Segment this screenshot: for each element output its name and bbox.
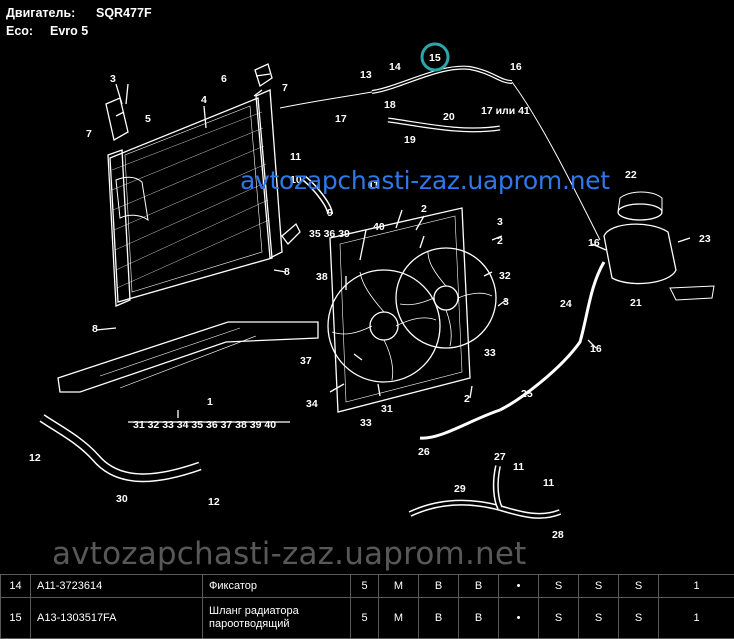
callout-23: 23 <box>699 233 711 245</box>
callout-11d: 11 <box>543 477 554 489</box>
callout-32: 32 <box>499 270 511 282</box>
callout-9: 9 <box>327 207 333 219</box>
engine-label: Двигатель: <box>6 6 76 20</box>
part-col-4: • <box>498 574 539 598</box>
callout-11c: 11 <box>513 461 524 473</box>
highlight-circle <box>420 42 450 72</box>
fan-shroud <box>327 207 497 413</box>
part-col-7: S <box>618 574 659 598</box>
callout-11b: 11 <box>368 179 379 191</box>
part-col-6: S <box>578 597 619 639</box>
part-col-4: • <box>498 597 539 639</box>
callout-40: 40 <box>373 221 385 233</box>
part-qty: 5 <box>350 597 379 639</box>
part-col-5: S <box>538 574 579 598</box>
table-row[interactable]: 15 A13-1303517FA Шланг радиатора пароотв… <box>0 597 734 639</box>
part-col-2: B <box>418 574 459 598</box>
parts-diagram: 15 3 5 7 6 7 4 13 14 16 18 17 20 17 или … <box>6 6 715 572</box>
callout-37: 37 <box>300 355 312 367</box>
callout-7b: 7 <box>282 82 288 94</box>
callout-7a: 7 <box>86 128 92 140</box>
callout-4: 4 <box>201 94 207 106</box>
callout-8a: 8 <box>284 266 290 278</box>
callout-16b: 16 <box>588 237 600 249</box>
callout-29: 29 <box>454 483 466 495</box>
lower-frame <box>57 321 319 393</box>
callout-25: 25 <box>521 388 533 400</box>
row-number: 14 <box>0 574 31 598</box>
callout-10: 10 <box>290 174 302 186</box>
callout-1-series: 31 32 33 34 35 36 37 38 39 40 <box>133 419 276 431</box>
callout-3b: 3 <box>497 216 503 228</box>
callout-2c: 2 <box>464 393 470 405</box>
callout-22: 22 <box>625 169 637 181</box>
callout-16c: 16 <box>590 343 602 355</box>
part-col-7: S <box>618 597 659 639</box>
row-number: 15 <box>0 597 31 639</box>
callout-11a: 11 <box>290 151 301 163</box>
callout-6: 6 <box>221 73 227 85</box>
eco-value: Evro 5 <box>50 24 89 38</box>
watermark-primary: avtozapchasti-zaz.uaprom.net <box>240 166 610 195</box>
diagram-drawing: 15 3 5 7 6 7 4 13 14 16 18 17 20 17 или … <box>29 42 715 541</box>
part-name: Фиксатор <box>202 574 351 598</box>
callout-2b: 2 <box>497 235 503 247</box>
callout-14: 14 <box>389 61 401 73</box>
callout-20: 20 <box>443 111 455 123</box>
part-col-8: 1 <box>658 574 734 598</box>
callout-33a: 33 <box>484 347 496 359</box>
callout-17a: 17 <box>335 113 347 125</box>
eco-label: Eco: <box>6 24 34 38</box>
callout-16a: 16 <box>510 61 522 73</box>
part-col-8: 1 <box>658 597 734 639</box>
part-code: A11-3723614 <box>30 574 203 598</box>
callout-5: 5 <box>145 113 151 125</box>
callout-13: 13 <box>360 69 372 81</box>
callout-31: 31 <box>381 403 393 415</box>
callout-12a: 12 <box>29 452 41 464</box>
table-row[interactable]: 14 A11-3723614 Фиксатор 5 M B B • S S S … <box>0 574 734 598</box>
callout-3: 3 <box>110 73 116 85</box>
callout-2a: 2 <box>421 203 427 215</box>
callout-33b: 33 <box>360 417 372 429</box>
callout-27: 27 <box>494 451 506 463</box>
callout-30: 30 <box>116 493 128 505</box>
bracket-top <box>254 63 273 88</box>
watermark-secondary: avtozapchasti-zaz.uaprom.net <box>52 536 527 572</box>
radiator <box>107 89 301 307</box>
parts-table: 14 A11-3723614 Фиксатор 5 M B B • S S S … <box>0 574 734 639</box>
callout-15: 15 <box>429 52 441 64</box>
callout-1: 1 <box>207 396 213 408</box>
callout-3c: 3 <box>503 296 509 308</box>
part-name: Шланг радиатора пароотводящий <box>202 597 351 639</box>
callout-24: 24 <box>560 298 572 310</box>
callout-17or41: 17 или 41 <box>481 105 530 117</box>
part-col-1: M <box>378 597 419 639</box>
part-col-3: B <box>458 597 499 639</box>
callout-34: 34 <box>306 398 318 410</box>
callout-12b: 12 <box>208 496 220 508</box>
callout-8b: 8 <box>92 323 98 335</box>
part-col-3: B <box>458 574 499 598</box>
engine-value: SQR477F <box>96 6 152 20</box>
part-qty: 5 <box>350 574 379 598</box>
callout-19: 19 <box>404 134 416 146</box>
callout-28: 28 <box>552 529 564 541</box>
callout-21: 21 <box>630 297 642 309</box>
callout-26: 26 <box>418 446 430 458</box>
part-col-1: M <box>378 574 419 598</box>
expansion-tank <box>603 191 715 301</box>
callout-18: 18 <box>384 99 396 111</box>
part-col-5: S <box>538 597 579 639</box>
part-col-6: S <box>578 574 619 598</box>
part-code: A13-1303517FA <box>30 597 203 639</box>
part-col-2: B <box>418 597 459 639</box>
callout-38: 38 <box>316 271 328 283</box>
callout-353639: 35 36 39 <box>309 228 350 240</box>
bracket-left <box>105 97 129 142</box>
